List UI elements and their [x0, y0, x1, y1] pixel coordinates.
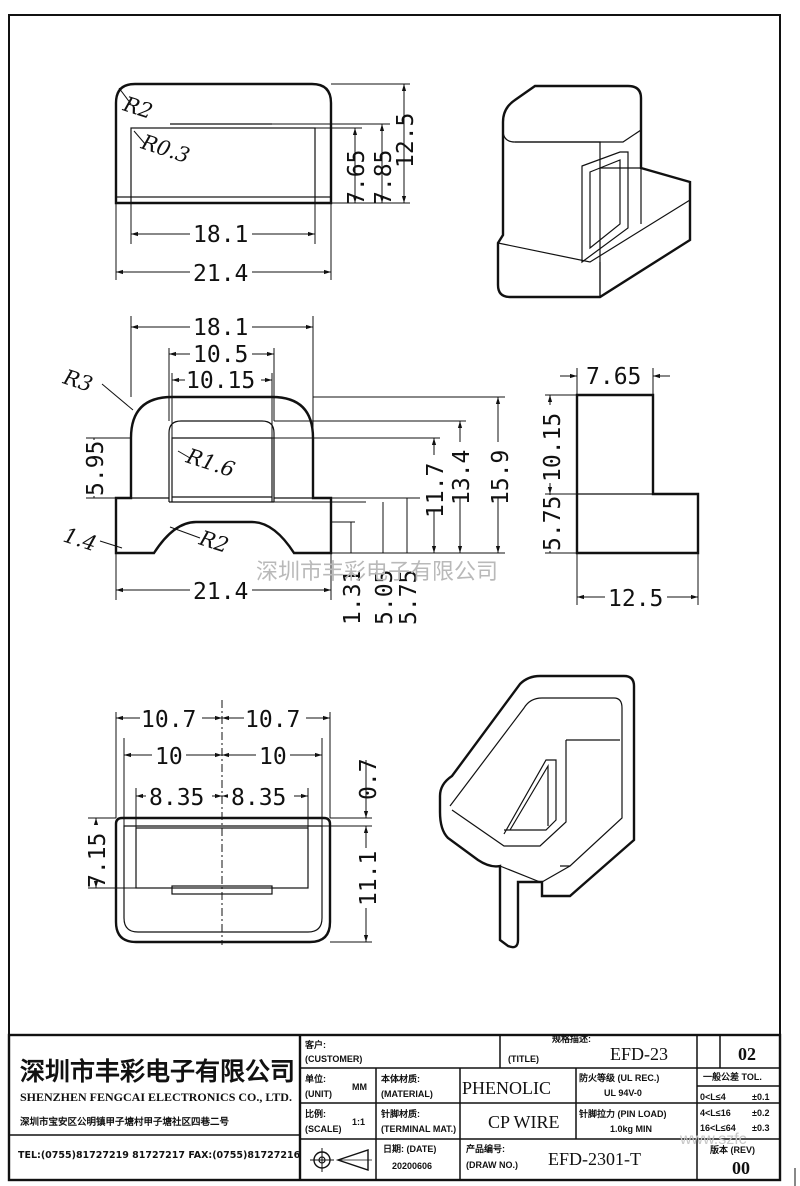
side-view: 7.65 10.15 5.75 12.5	[538, 364, 700, 612]
dim-top-214: 21.4	[193, 261, 248, 287]
company-name-cn: 深圳市丰彩电子有限公司	[20, 1057, 295, 1086]
tol-range-3: 16<L≤64	[700, 1123, 736, 1133]
pinload-label: 针脚拉力 (PIN LOAD)	[579, 1108, 667, 1119]
flame-value: UL 94V-0	[604, 1088, 642, 1098]
dim-front-105: 10.5	[193, 342, 248, 368]
dim-side-575: 5.75	[540, 496, 566, 551]
tol-range-1: 0<L≤4	[700, 1092, 726, 1102]
scale-value: 1:1	[352, 1117, 365, 1127]
company-name-en: SHENZHEN FENGCAI ELECTRONICS CO., LTD.	[20, 1090, 292, 1104]
dim-side-765: 7.65	[586, 364, 641, 390]
title-label-cn: 规格描述:	[552, 1033, 591, 1044]
dim-top-125: 12.5	[393, 113, 419, 168]
material-value: PHENOLIC	[462, 1078, 551, 1098]
dim-front-r2: R2	[196, 526, 232, 558]
material-label-cn: 本体材质:	[381, 1073, 420, 1084]
unit-label-cn: 单位:	[305, 1073, 326, 1084]
title-label-en: (TITLE)	[508, 1054, 539, 1064]
dim-front-131: 1.31	[340, 570, 366, 625]
dim-front-595: 5.95	[83, 441, 109, 496]
terminal-value: CP WIRE	[488, 1112, 560, 1132]
dim-side-125: 12.5	[608, 586, 663, 612]
dim-front-181: 18.1	[193, 315, 248, 341]
pinload-value: 1.0kg MIN	[610, 1124, 652, 1134]
dim-front-r3: R3	[60, 365, 96, 397]
scale-label-cn: 比例:	[305, 1108, 326, 1119]
rev-value: 00	[732, 1158, 750, 1178]
unit-label-en: (UNIT)	[305, 1089, 332, 1099]
dim-side-1015: 10.15	[540, 413, 566, 482]
dim-front-575: 5.75	[396, 570, 422, 625]
unit-value: MM	[352, 1082, 367, 1092]
dim-bottom-107b: 10.7	[245, 707, 300, 733]
dim-front-1015: 10.15	[186, 368, 255, 394]
dim-top-765: 7.65	[344, 150, 370, 205]
dim-front-14: 1.4	[60, 523, 99, 556]
dim-bottom-835b: 8.35	[231, 785, 286, 811]
isometric-view-top	[496, 84, 692, 299]
dim-bottom-835a: 8.35	[149, 785, 204, 811]
scale-label-en: (SCALE)	[305, 1124, 342, 1134]
dim-bottom-111: 11.1	[356, 851, 382, 906]
material-label-en: (MATERIAL)	[381, 1089, 433, 1099]
dim-bottom-10a: 10	[155, 744, 183, 770]
dim-front-117: 11.7	[423, 463, 449, 518]
rev-label: 版本 (REV)	[709, 1144, 755, 1155]
terminal-label-en: (TERMINAL MAT.)	[381, 1124, 456, 1134]
tol-range-2: 4<L≤16	[700, 1108, 731, 1118]
date-value: 20200606	[392, 1161, 432, 1171]
company-phone: TEL:(0755)81727219 81727217 FAX:(0755)81…	[18, 1150, 301, 1161]
dim-bottom-10b: 10	[259, 744, 287, 770]
flame-label: 防火等级 (UL REC.)	[579, 1072, 659, 1083]
dim-front-214: 21.4	[193, 579, 248, 605]
drawno-label-cn: 产品编号:	[466, 1143, 505, 1154]
bottom-view: 10.7 10.7 10 10 8.35 8.35 0.7 11.1 7.15	[84, 700, 382, 945]
title-block: 深圳市丰彩电子有限公司 SHENZHEN FENGCAI ELECTRONICS…	[7, 1033, 782, 1182]
drawno-value: EFD-2301-T	[548, 1149, 641, 1169]
dim-bottom-107a: 10.7	[141, 707, 196, 733]
front-view: 18.1 10.5 10.15 R3 5.95 R1.6 11.7 13.4 1…	[60, 315, 514, 625]
dim-top-785: 7.85	[371, 150, 397, 205]
dim-front-159: 15.9	[488, 450, 514, 505]
dim-bottom-07: 0.7	[356, 758, 382, 800]
customer-label-en: (CUSTOMER)	[305, 1054, 362, 1064]
drawno-label-en: (DRAW NO.)	[466, 1160, 518, 1170]
top-view: R2 R0.3 7.65 7.85 12.5 18.1 21.4	[114, 82, 419, 287]
dim-front-505: 5.05	[372, 570, 398, 625]
watermark-text: 深圳市丰彩电子有限公司	[256, 560, 498, 585]
terminal-label-cn: 针脚材质:	[381, 1108, 420, 1119]
dim-top-181: 18.1	[193, 222, 248, 248]
date-label: 日期: (DATE)	[383, 1143, 436, 1154]
tol-value-1: ±0.1	[752, 1092, 769, 1102]
dim-bottom-715: 7.15	[85, 833, 111, 888]
isometric-view-bottom	[438, 674, 636, 949]
sheet-number: 02	[738, 1044, 756, 1064]
customer-label-cn: 客户:	[304, 1039, 326, 1050]
title-value: EFD-23	[610, 1044, 668, 1064]
projection-symbol-icon	[310, 1148, 372, 1172]
dim-front-134: 13.4	[449, 450, 475, 505]
tol-value-2: ±0.2	[752, 1108, 769, 1118]
tolerance-label: 一般公差 TOL.	[703, 1071, 762, 1082]
tol-value-3: ±0.3	[752, 1123, 769, 1133]
company-address: 深圳市宝安区公明镇甲子塘村甲子塘社区四巷二号	[20, 1116, 230, 1128]
watermark-site: www.szfc	[679, 1131, 747, 1148]
